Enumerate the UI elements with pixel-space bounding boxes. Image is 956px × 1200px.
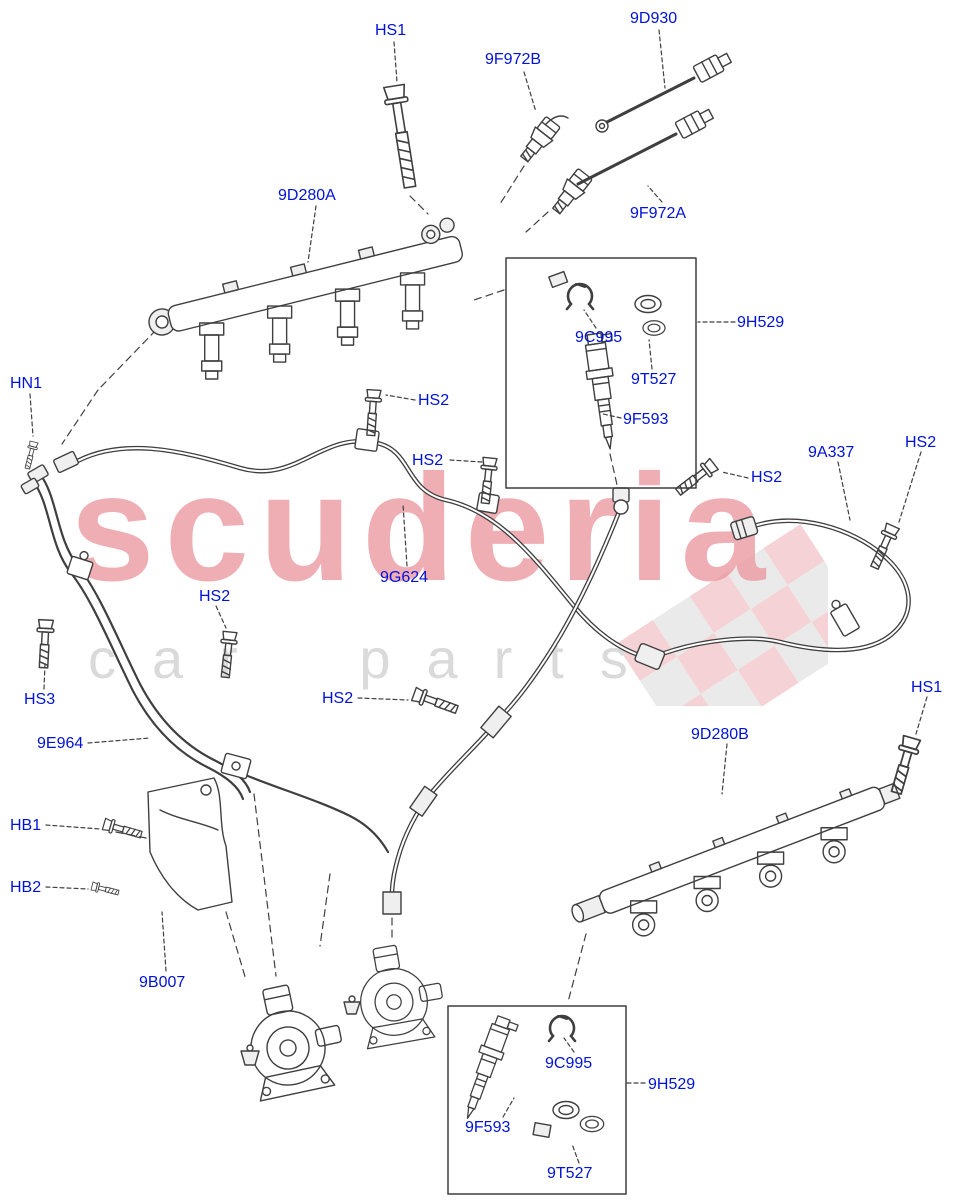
part-label-hn1[interactable]: HN1 — [10, 375, 43, 392]
part-label-hs1-top[interactable]: HS1 — [375, 22, 407, 39]
harness-9d930-drawing — [595, 49, 734, 133]
part-label-9g624[interactable]: 9G624 — [380, 569, 429, 586]
part-label-hs2-e[interactable]: HS2 — [199, 588, 231, 605]
checker-row — [616, 524, 828, 706]
part-label-9a337[interactable]: 9A337 — [808, 444, 855, 461]
sensor-9f972b-pigtail — [545, 115, 569, 125]
part-label-9t527-bottom[interactable]: 9T527 — [547, 1165, 593, 1182]
part-label-hs1-bottom[interactable]: HS1 — [911, 679, 943, 696]
fuel-pipe-center-drawing — [382, 504, 624, 915]
part-label-9h529-top[interactable]: 9H529 — [737, 314, 785, 331]
watermark-brand-text: scuderia — [70, 443, 776, 613]
part-label-hb1[interactable]: HB1 — [10, 817, 42, 834]
watermark-subtitle-text: car parts — [88, 627, 664, 690]
fuel-pipe-9e964-drawing — [20, 450, 390, 854]
part-label-9e964[interactable]: 9E964 — [37, 735, 84, 752]
checkered-flag-watermark — [616, 524, 828, 706]
bracket-9b007-drawing — [147, 777, 233, 911]
fuel-rail-upper-9d280a-drawing — [148, 217, 463, 380]
part-label-9f593-bottom[interactable]: 9F593 — [465, 1119, 511, 1136]
leader-lines — [29, 29, 928, 1164]
part-label-hs3[interactable]: HS3 — [24, 691, 56, 708]
part-label-hs2-d[interactable]: HS2 — [905, 434, 937, 451]
part-label-9d930[interactable]: 9D930 — [630, 10, 678, 27]
fuel-pipe-9a337-drawing — [634, 516, 911, 670]
part-label-hs2-f[interactable]: HS2 — [322, 690, 354, 707]
construction-dashed-lines — [61, 165, 621, 1003]
part-label-9t527-top[interactable]: 9T527 — [631, 371, 677, 388]
part-label-9b007[interactable]: 9B007 — [139, 974, 186, 991]
part-label-9f593-top[interactable]: 9F593 — [623, 411, 669, 428]
kit-box-9h529-bottom — [447, 1005, 627, 1195]
part-label-hb2[interactable]: HB2 — [10, 879, 42, 896]
sensor-9f972a-drawing — [546, 105, 716, 219]
pump-clip-parts-drawing — [240, 995, 361, 1066]
part-label-9d280b[interactable]: 9D280B — [691, 726, 749, 743]
part-label-9f972b[interactable]: 9F972B — [485, 51, 542, 68]
part-label-hs2-b[interactable]: HS2 — [412, 452, 444, 469]
part-label-9c995-top[interactable]: 9C995 — [575, 329, 623, 346]
part-label-hs2-c[interactable]: HS2 — [751, 469, 783, 486]
part-label-9h529-bottom[interactable]: 9H529 — [648, 1076, 696, 1093]
part-label-9d280a[interactable]: 9D280A — [278, 187, 336, 204]
part-label-hs2-a[interactable]: HS2 — [418, 392, 450, 409]
part-label-9f972a[interactable]: 9F972A — [630, 205, 687, 222]
fuel-rail-lower-9d280b-drawing — [571, 782, 901, 937]
part-label-9c995-bottom[interactable]: 9C995 — [545, 1055, 593, 1072]
kit-box-9h529-top — [505, 257, 697, 489]
